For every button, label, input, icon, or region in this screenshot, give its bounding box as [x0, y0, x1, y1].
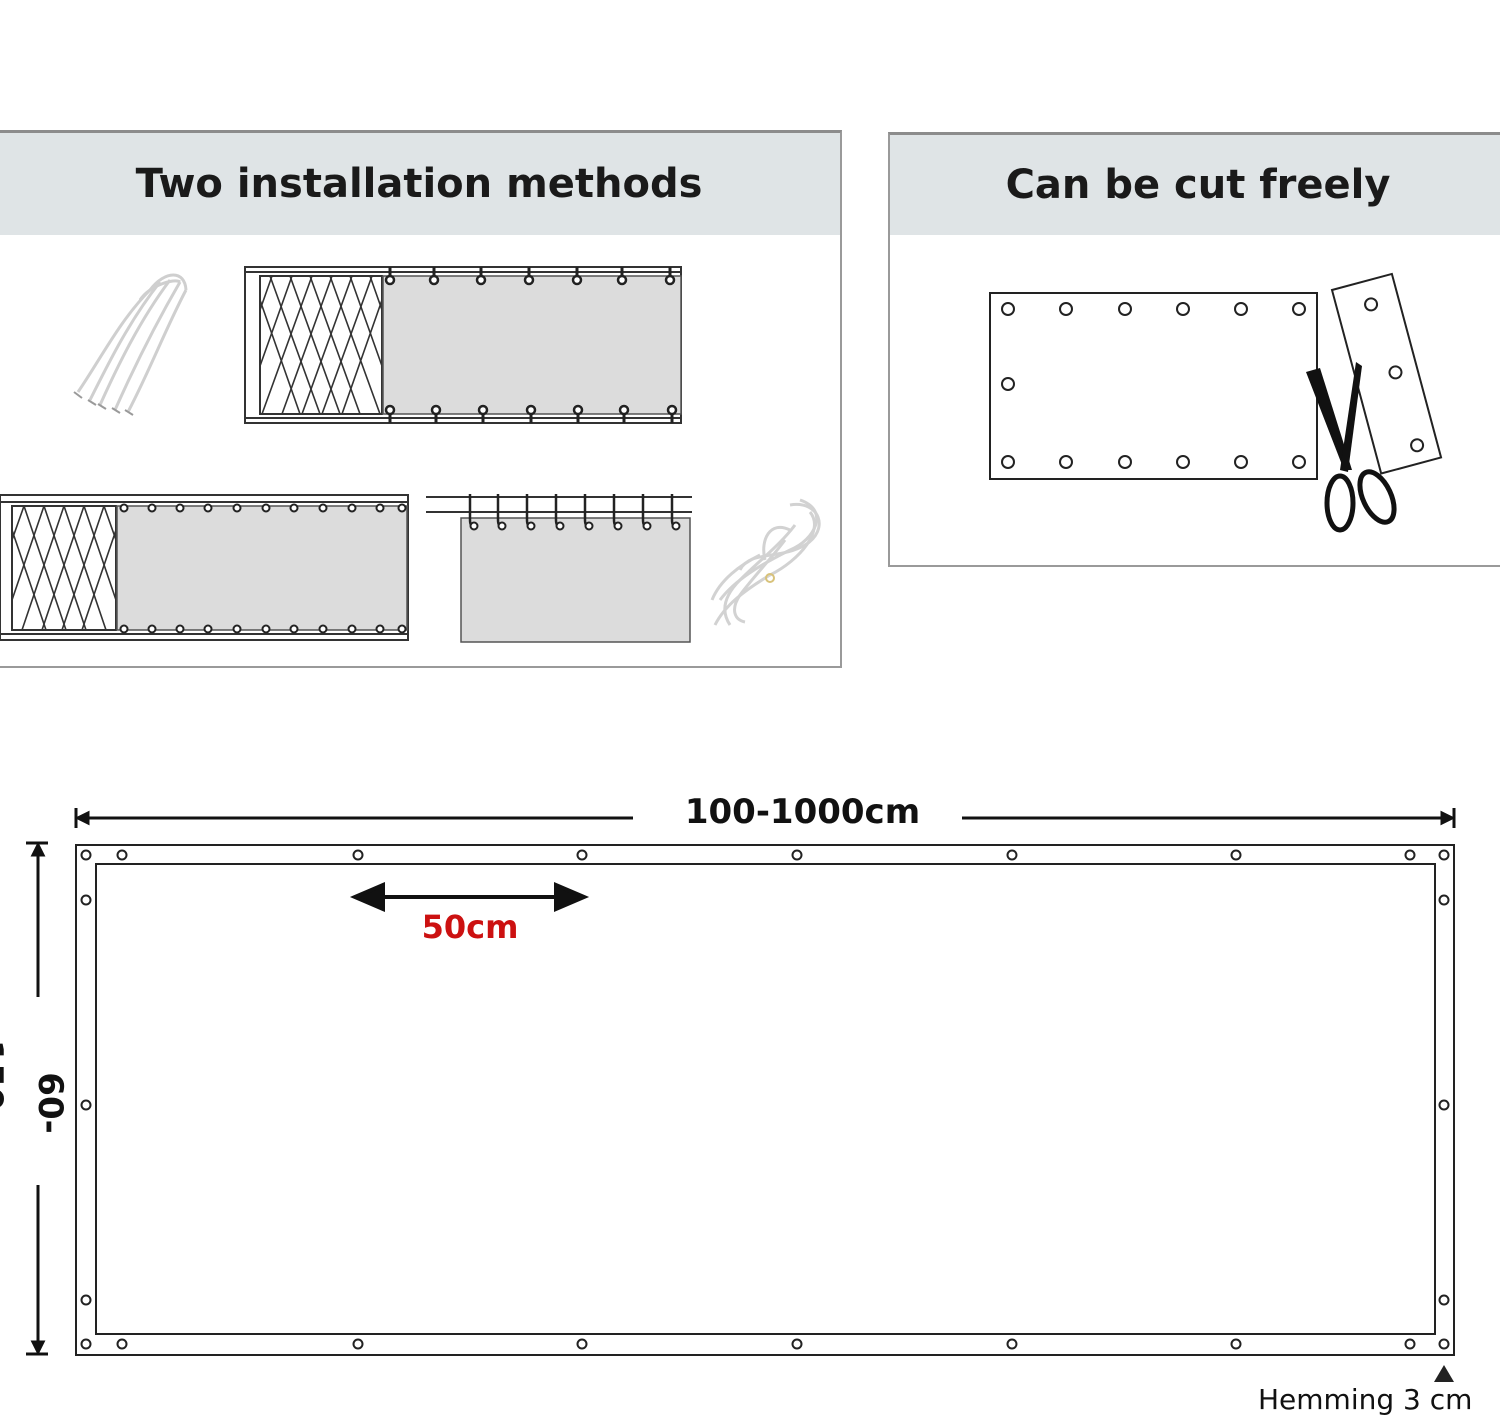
width-dimension	[74, 808, 1456, 828]
height-dimension-label: 60-150cm	[0, 1040, 70, 1167]
grommet-spacing-label: 50cm	[421, 908, 519, 946]
width-dimension-label: 100-1000cm	[684, 792, 921, 832]
height-dimension	[26, 841, 48, 1356]
cut-freely-header: Can be cut freely	[890, 135, 1500, 235]
cable-ties-icon	[73, 273, 188, 416]
method-hanging-rail-diagram	[426, 494, 692, 643]
grommet-sheet-diagram	[989, 272, 1443, 480]
hemming-label: Hemming 3 cm	[1258, 1383, 1473, 1416]
grommet-spacing-arrow	[349, 881, 590, 913]
rope-bundle-icon	[710, 498, 821, 626]
scissors-icon	[1306, 362, 1397, 533]
cut-freely-title: Can be cut freely	[1005, 162, 1391, 208]
banner-grommets	[80, 849, 1450, 1350]
hemming-marker-icon	[1434, 1365, 1454, 1382]
banner-outline	[75, 844, 1455, 1356]
installation-methods-header: Two installation methods	[0, 133, 840, 235]
installation-methods-title: Two installation methods	[135, 161, 703, 207]
method-cable-ties-diagram	[244, 266, 682, 424]
method-rope-lacing-diagram	[0, 494, 409, 641]
